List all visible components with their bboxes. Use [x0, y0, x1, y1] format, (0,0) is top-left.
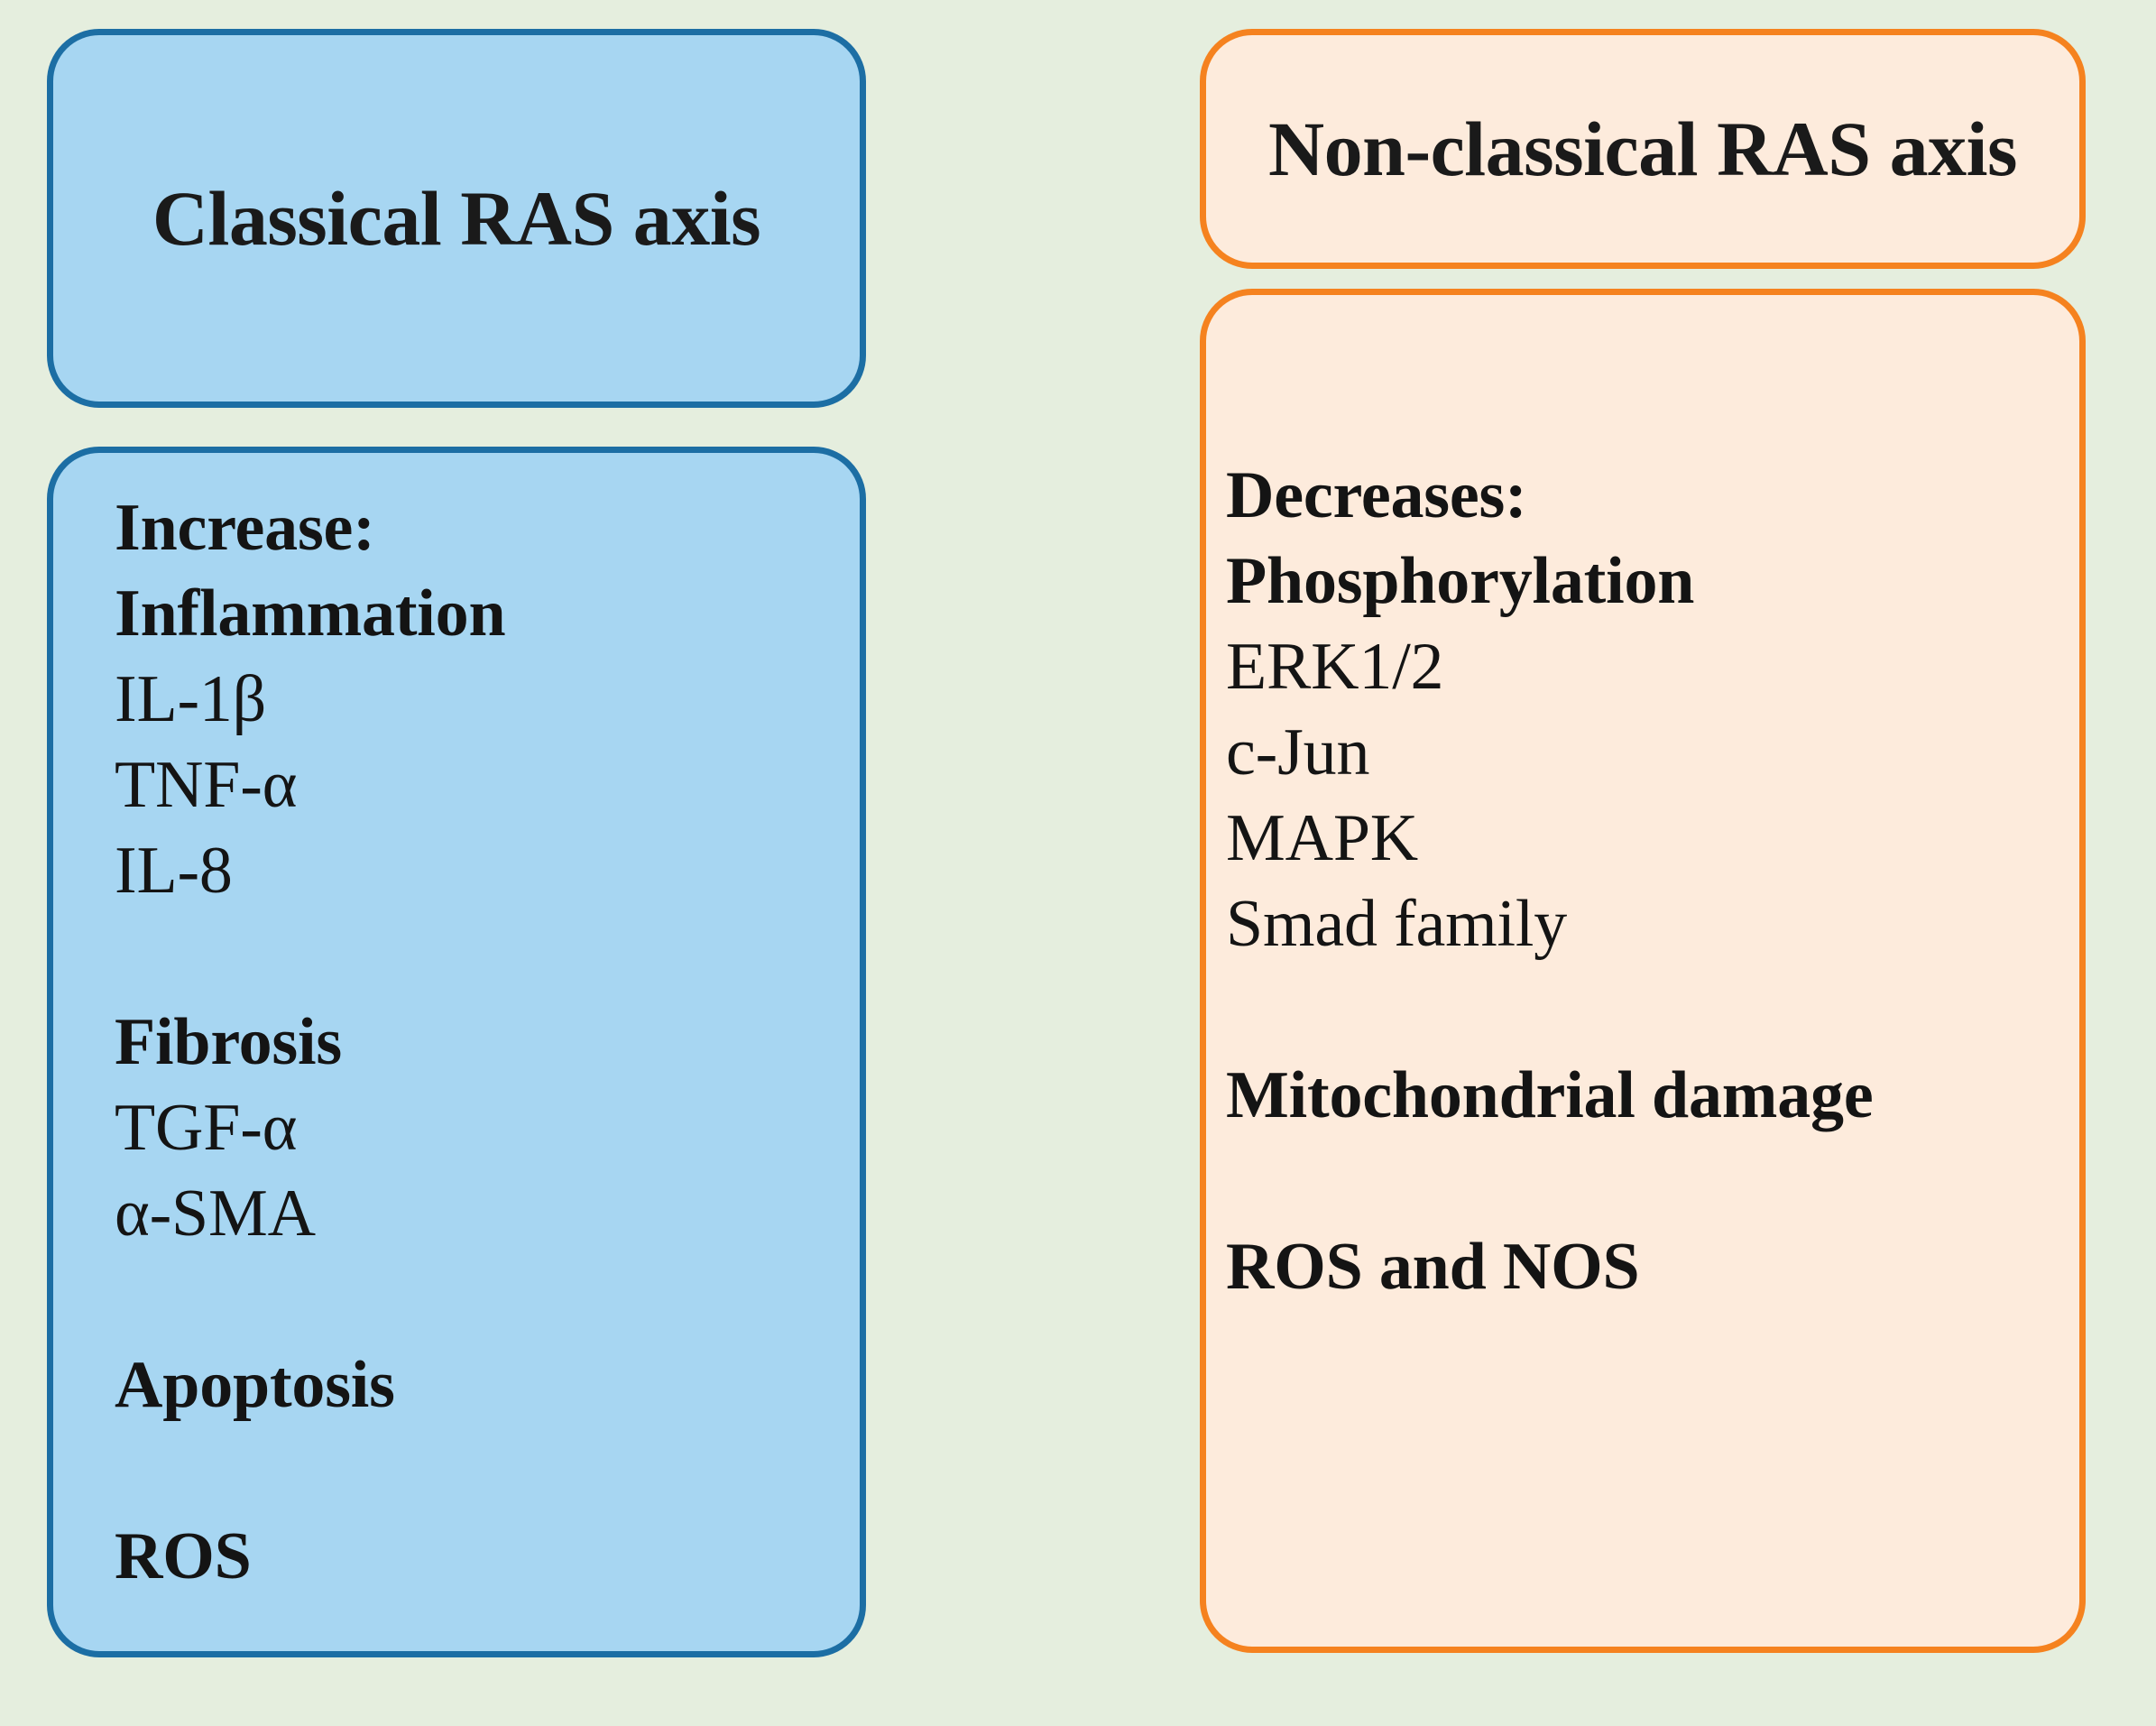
classical-ras-axis-header-box: Classical RAS axis — [47, 29, 866, 408]
list-item: TNF-α — [115, 748, 298, 822]
list-item: c-Jun — [1226, 715, 1370, 789]
list-item: Smad family — [1226, 887, 1568, 961]
list-spacer — [115, 1428, 824, 1514]
list-spacer — [115, 914, 824, 1000]
list-item: ROS — [115, 1519, 252, 1593]
list-item: ROS and NOS — [1226, 1230, 1640, 1304]
list-item: TGF-α — [115, 1091, 298, 1165]
list-spacer — [1226, 1139, 2043, 1224]
list-item: Decreases: — [1226, 458, 1527, 532]
list-item: Inflammation — [115, 577, 506, 651]
list-item: ERK1/2 — [1226, 630, 1444, 704]
list-item: Apoptosis — [115, 1348, 395, 1422]
list-item: Fibrosis — [115, 1005, 342, 1079]
list-item: Increase: — [115, 491, 375, 565]
list-item: Mitochondrial damage — [1226, 1058, 1874, 1132]
list-item: α-SMA — [115, 1177, 316, 1251]
non-classical-ras-axis-title: Non-classical RAS axis — [1268, 105, 2017, 192]
list-item: IL-1β — [115, 662, 267, 736]
non-classical-ras-axis-header-box: Non-classical RAS axis — [1200, 29, 2086, 269]
list-item: Phosphorylation — [1226, 544, 1695, 618]
classical-ras-axis-title: Classical RAS axis — [152, 174, 761, 262]
list-item: MAPK — [1226, 801, 1419, 875]
list-item: IL-8 — [115, 834, 233, 908]
list-spacer — [115, 1257, 824, 1343]
list-spacer — [1226, 967, 2043, 1053]
